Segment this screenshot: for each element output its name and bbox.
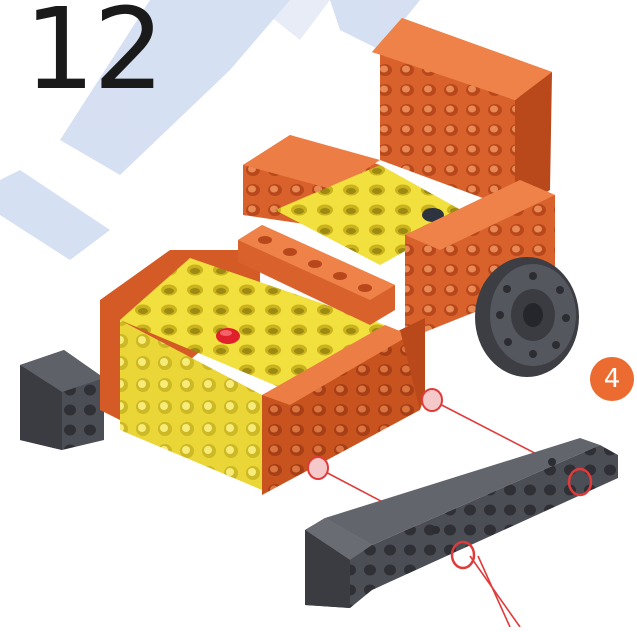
front-gray-bracket xyxy=(305,438,618,608)
wheel-icon xyxy=(475,257,579,377)
left-gray-stand xyxy=(20,350,104,450)
part-quantity-badge: 4 xyxy=(590,357,634,401)
step-number: 12 xyxy=(24,0,163,106)
part-quantity-label: 4 xyxy=(604,364,621,394)
